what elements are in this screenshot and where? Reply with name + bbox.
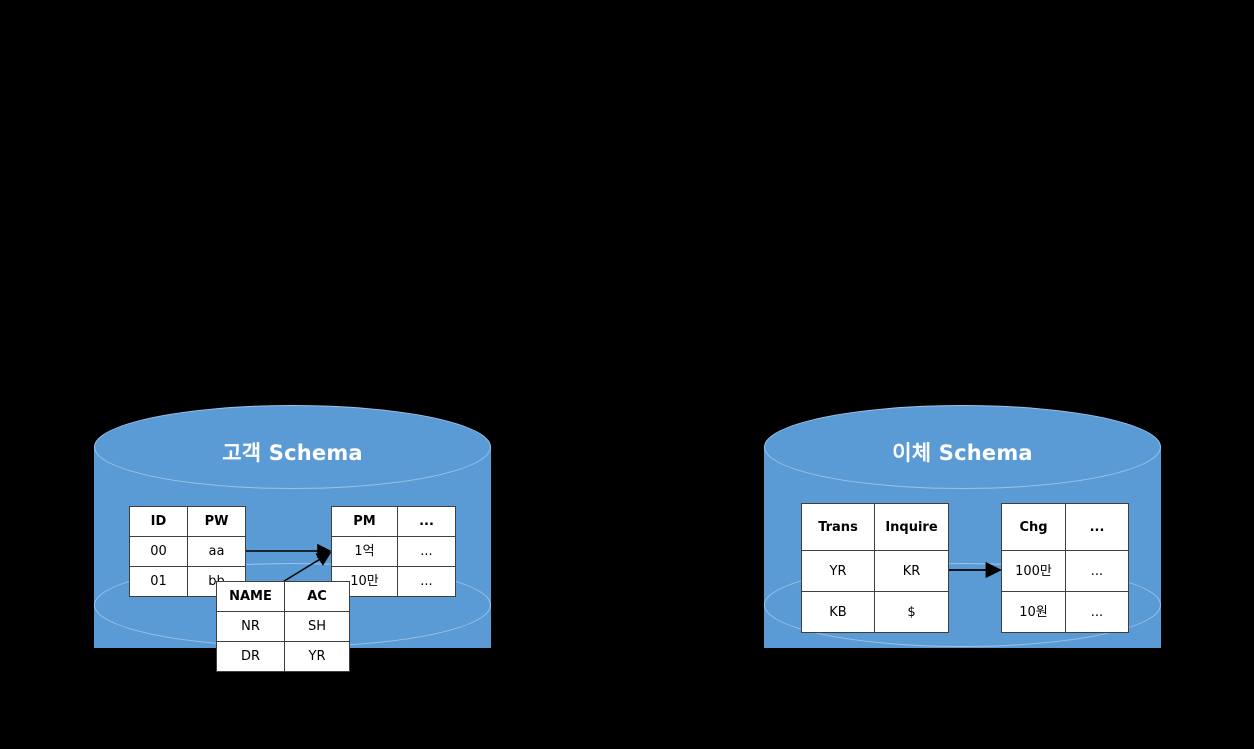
- table-row: 00 aa: [129, 536, 246, 567]
- cell-header: Trans: [801, 503, 875, 551]
- cell-header: ...: [397, 506, 456, 537]
- cell-value: aa: [187, 536, 246, 567]
- table-row: Chg ...: [1001, 503, 1129, 551]
- cell-value: 00: [129, 536, 188, 567]
- cell-value: SH: [284, 611, 350, 642]
- cell-value: ...: [1065, 591, 1129, 633]
- table-row: YR KR: [801, 550, 949, 592]
- cell-header: Chg: [1001, 503, 1066, 551]
- cell-value: ...: [397, 536, 456, 567]
- table-trans-inquire: Trans Inquire YR KR KB $: [801, 503, 949, 633]
- table-pm: PM ... 1억 ... 10만 ...: [331, 506, 456, 597]
- cell-value: ...: [1065, 550, 1129, 592]
- cell-value: ...: [397, 566, 456, 597]
- cell-header: AC: [284, 581, 350, 612]
- table-row: Trans Inquire: [801, 503, 949, 551]
- cylinder-top-ellipse: [94, 405, 491, 489]
- table-row: DR YR: [216, 641, 350, 672]
- cell-value: 1억: [331, 536, 398, 567]
- table-row: 10만 ...: [331, 566, 456, 597]
- table-name-ac: NAME AC NR SH DR YR: [216, 581, 350, 672]
- table-row: 100만 ...: [1001, 550, 1129, 592]
- cell-value: YR: [284, 641, 350, 672]
- table-row: ID PW: [129, 506, 246, 537]
- cell-header: Inquire: [874, 503, 949, 551]
- cell-value: KR: [874, 550, 949, 592]
- table-row: NR SH: [216, 611, 350, 642]
- cell-value: 01: [129, 566, 188, 597]
- table-row: NAME AC: [216, 581, 350, 612]
- table-row: 1억 ...: [331, 536, 456, 567]
- cylinder-title-customer: 고객 Schema: [222, 441, 363, 465]
- cell-value: $: [874, 591, 949, 633]
- cylinder-top-ellipse: [764, 405, 1161, 489]
- cell-value: 10원: [1001, 591, 1066, 633]
- table-row: 10원 ...: [1001, 591, 1129, 633]
- table-row: PM ...: [331, 506, 456, 537]
- cell-header: ...: [1065, 503, 1129, 551]
- table-row: KB $: [801, 591, 949, 633]
- cell-value: KB: [801, 591, 875, 633]
- cell-value: YR: [801, 550, 875, 592]
- cell-header: ID: [129, 506, 188, 537]
- cell-value: 100만: [1001, 550, 1066, 592]
- table-chg: Chg ... 100만 ... 10원 ...: [1001, 503, 1129, 633]
- cell-value: NR: [216, 611, 285, 642]
- cell-header: PM: [331, 506, 398, 537]
- cell-header: PW: [187, 506, 246, 537]
- cylinder-title-transfer: 이체 Schema: [892, 441, 1033, 465]
- cell-value: DR: [216, 641, 285, 672]
- cell-header: NAME: [216, 581, 285, 612]
